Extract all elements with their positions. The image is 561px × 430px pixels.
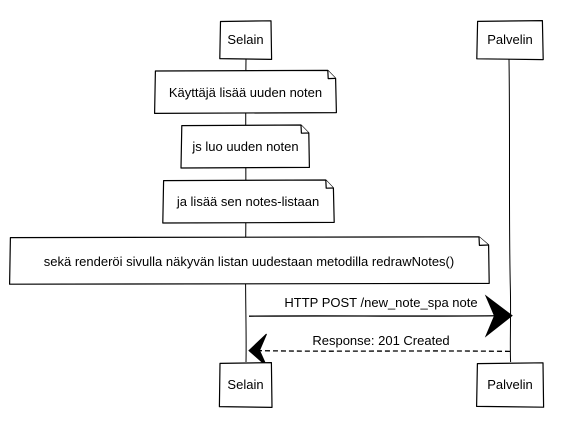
request-label: HTTP POST /new_note_spa note (284, 295, 477, 310)
note-4-text: sekä renderöi sivulla näkyvän listan uud… (44, 254, 454, 269)
participant-palvelin-top-label: Palvelin (487, 32, 533, 47)
request-arrow-line (248, 314, 506, 317)
request-arrowhead (484, 294, 513, 338)
note-3: ja lisää sen notes-listaan (162, 179, 335, 224)
message-request: HTTP POST /new_note_spa note (248, 294, 513, 338)
lifeline-palvelin (508, 58, 512, 363)
message-response: Response: 201 Created (248, 333, 511, 367)
participant-palvelin-top: Palvelin (476, 20, 544, 61)
note-4: sekä renderöi sivulla näkyvän listan uud… (9, 236, 490, 285)
note-1-text: Käyttäjä lisää uuden noten (169, 85, 322, 100)
note-1: Käyttäjä lisää uuden noten (154, 69, 337, 114)
participant-palvelin-bottom: Palvelin (476, 362, 545, 408)
participant-selain-bottom-label: Selain (227, 377, 263, 392)
response-arrow-line (257, 349, 511, 353)
response-arrowhead (248, 333, 267, 367)
participant-selain-top-label: Selain (227, 32, 263, 47)
participant-selain-bottom: Selain (218, 362, 273, 408)
note-2: js luo uuden noten (180, 124, 310, 169)
response-label: Response: 201 Created (312, 333, 449, 348)
participant-palvelin-bottom-label: Palvelin (487, 377, 533, 392)
participant-selain-top: Selain (219, 20, 273, 60)
note-2-text: js luo uuden noten (191, 139, 298, 154)
note-3-text: ja lisää sen notes-listaan (176, 194, 319, 209)
